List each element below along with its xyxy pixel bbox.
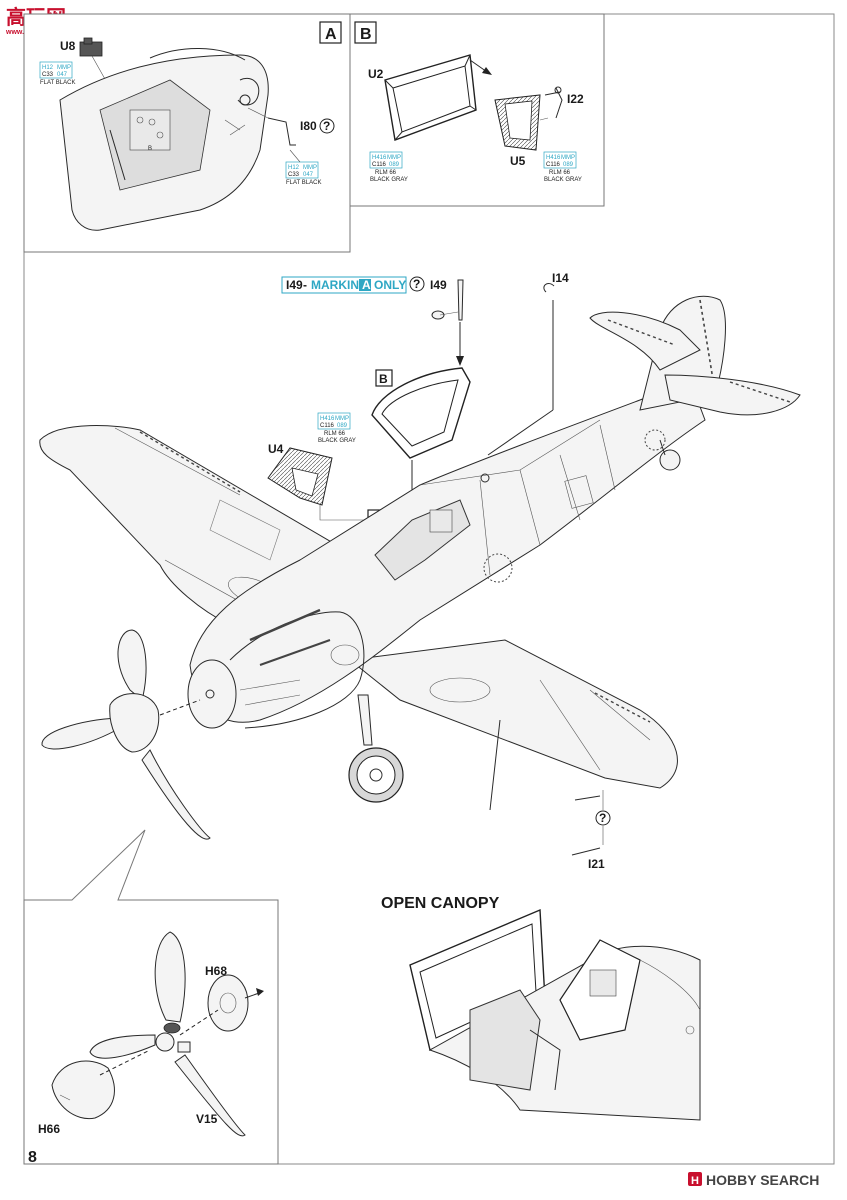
- svg-text:RLM 66: RLM 66: [324, 431, 346, 437]
- part-u2-canopy-frame: [384, 54, 477, 141]
- svg-text:MMP: MMP: [303, 165, 317, 171]
- part-i22: [544, 86, 563, 119]
- svg-text:MMP: MMP: [335, 416, 349, 422]
- svg-text:H12: H12: [288, 165, 300, 171]
- part-u8: [79, 37, 103, 57]
- panel-a-tag: A: [325, 26, 337, 43]
- part-u4-label: U4: [268, 442, 284, 456]
- svg-text:FLAT BLACK: FLAT BLACK: [286, 180, 321, 186]
- part-u5-label: U5: [510, 154, 526, 168]
- part-canopy-hood: [371, 367, 471, 459]
- part-i14: [543, 283, 555, 293]
- svg-text:MMP: MMP: [561, 155, 575, 161]
- propeller-blades: [89, 931, 246, 1137]
- svg-text:ONLY: ONLY: [374, 278, 406, 292]
- svg-text:C116: C116: [320, 423, 335, 429]
- svg-text:RLM 66: RLM 66: [375, 170, 397, 176]
- part-i49-label: I49: [430, 278, 447, 292]
- part-i80-label: I80: [300, 119, 317, 133]
- svg-text:MMP: MMP: [387, 155, 401, 161]
- propeller-main: [41, 629, 211, 840]
- paint-callout-b2: H416 MMP C116 089 RLM 66 BLACK GRAY: [543, 151, 582, 183]
- marking-note: I49 - MARKING A ONLY: [281, 276, 407, 294]
- part-h68-backplate: [207, 974, 249, 1032]
- svg-text:H12: H12: [42, 65, 54, 71]
- part-i80: [267, 117, 296, 146]
- svg-text:A: A: [362, 278, 371, 292]
- svg-text:-: -: [303, 278, 307, 292]
- part-i21-label: I21: [588, 857, 605, 871]
- svg-text:C116: C116: [372, 162, 387, 168]
- question-icon: [595, 810, 611, 826]
- svg-text:089: 089: [563, 162, 574, 168]
- svg-text:089: 089: [337, 423, 348, 429]
- part-v15-label: V15: [196, 1112, 218, 1126]
- paint-callout-main: H416 MMP C116 089 RLM 66 BLACK GRAY: [317, 412, 356, 444]
- part-i14-label: I14: [552, 271, 569, 285]
- svg-text:FLAT BLACK: FLAT BLACK: [40, 80, 75, 86]
- svg-text:?: ?: [599, 811, 606, 825]
- part-i22-label: I22: [567, 92, 584, 106]
- svg-text:MARKING: MARKING: [311, 278, 368, 292]
- svg-text:I49: I49: [286, 278, 303, 292]
- question-icon: [409, 276, 425, 292]
- svg-text:089: 089: [389, 162, 400, 168]
- panel-b-tag-box: [354, 21, 377, 44]
- part-i21: [571, 847, 601, 856]
- propeller-detail-panel: H68 H66 V15: [23, 829, 279, 1165]
- cockpit-illustration: B: [59, 48, 269, 231]
- part-u8-label: U8: [60, 39, 76, 53]
- panel-b-tag: B: [360, 26, 372, 43]
- svg-text:047: 047: [57, 72, 68, 78]
- page-number: 8: [28, 1149, 37, 1166]
- part-h68-label: H68: [205, 964, 227, 978]
- svg-text:H: H: [691, 1175, 699, 1187]
- svg-text:C33: C33: [288, 172, 300, 178]
- svg-text:H416: H416: [372, 155, 387, 161]
- part-i49: [431, 279, 464, 321]
- panel-a: A U8 H12 MMP C33 047 FLAT BLACK: [23, 13, 351, 253]
- part-u2-label: U2: [368, 67, 384, 81]
- svg-text:BLACK GRAY: BLACK GRAY: [370, 177, 408, 183]
- part-h66-spinner: [51, 1060, 115, 1120]
- svg-text:?: ?: [413, 277, 420, 291]
- aircraft-illustration: [39, 295, 801, 811]
- open-canopy-title: OPEN CANOPY: [381, 895, 500, 912]
- svg-text:H416: H416: [320, 416, 335, 422]
- svg-text:BLACK GRAY: BLACK GRAY: [544, 177, 582, 183]
- svg-text:MMP: MMP: [57, 65, 71, 71]
- paint-callout-a1: H12 MMP C33 047 FLAT BLACK: [39, 61, 75, 86]
- svg-text:BLACK GRAY: BLACK GRAY: [318, 438, 356, 444]
- svg-text:HOBBY SEARCH: HOBBY SEARCH: [706, 1172, 819, 1188]
- main-assembly: I49 - MARKING A ONLY ? I49 I14 B: [39, 271, 801, 871]
- panel-a-tag-box: [319, 21, 342, 44]
- canopy-tag-box: [375, 369, 393, 387]
- hobby-search-watermark: H HOBBY SEARCH: [688, 1172, 819, 1188]
- svg-text:B: B: [379, 372, 388, 386]
- leader-i14: [487, 409, 554, 456]
- part-u5: [494, 94, 541, 151]
- svg-text:?: ?: [323, 119, 330, 133]
- part-u4: [267, 447, 333, 506]
- svg-text:C116: C116: [546, 162, 561, 168]
- part-h66-label: H66: [38, 1122, 60, 1136]
- svg-text:H416: H416: [546, 155, 561, 161]
- svg-text:047: 047: [303, 172, 314, 178]
- paint-callout-a2: H12 MMP C33 047 FLAT BLACK: [285, 161, 321, 186]
- panel-b: B U2 U5 I22 H416 MMP C116 089: [349, 13, 605, 207]
- question-icon: [319, 118, 335, 134]
- open-canopy-view: OPEN CANOPY: [381, 895, 701, 1121]
- paint-callout-b1: H416 MMP C116 089 RLM 66 BLACK GRAY: [369, 151, 408, 183]
- svg-text:C33: C33: [42, 72, 54, 78]
- svg-text:RLM 66: RLM 66: [549, 170, 571, 176]
- svg-text:B: B: [148, 146, 152, 152]
